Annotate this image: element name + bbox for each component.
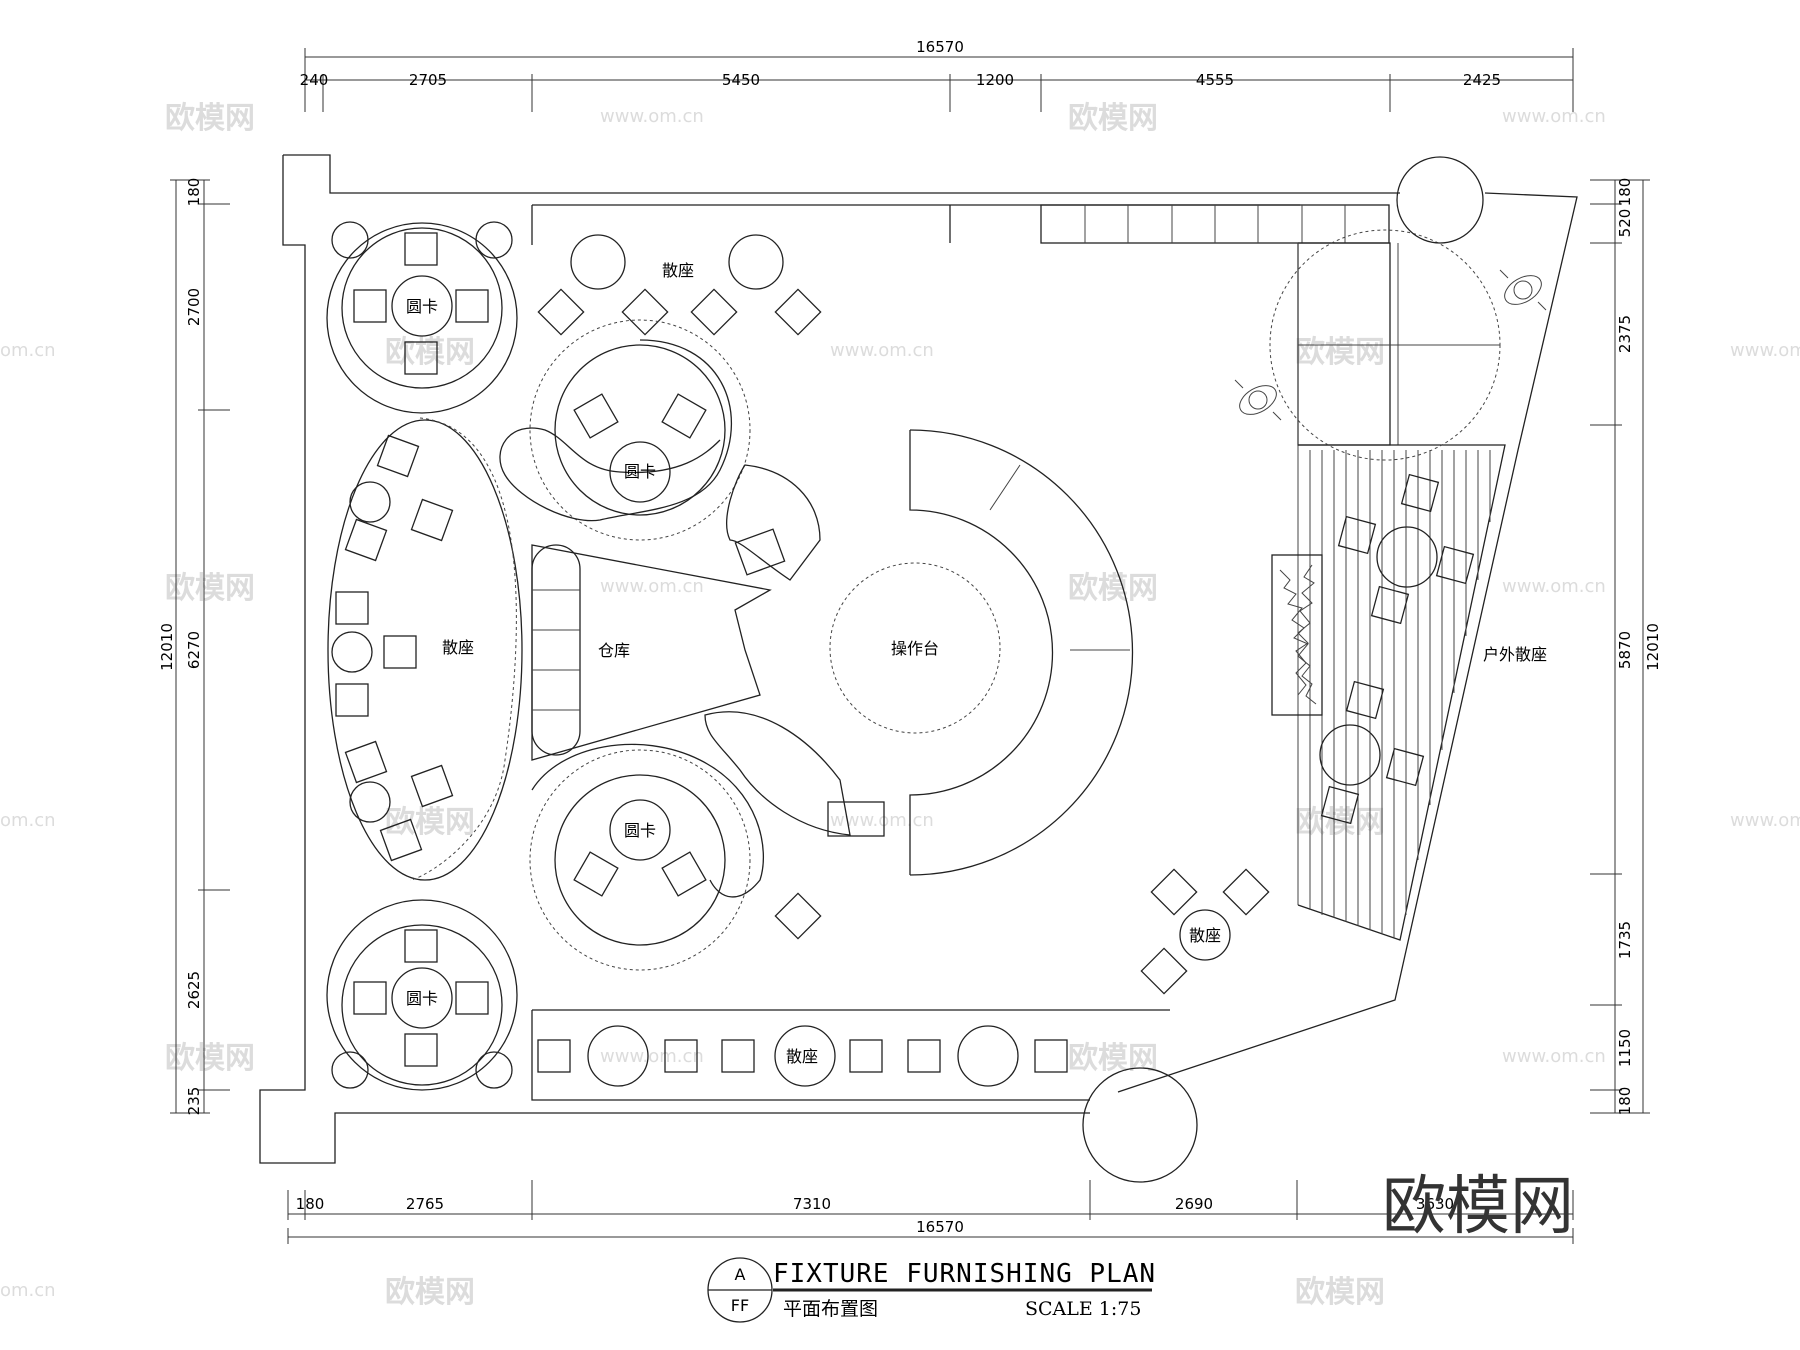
- watermark: 欧模网: [1295, 335, 1385, 370]
- person-figure-icon: [1499, 269, 1547, 311]
- watermark-url: om.cn: [0, 810, 56, 831]
- dim-top-seg: 240: [300, 71, 329, 89]
- dim-left-seg: 180: [185, 178, 203, 207]
- watermark-url: www.om.cn: [600, 106, 704, 127]
- label-seating: 散座: [442, 638, 474, 657]
- label-seating: 散座: [1189, 926, 1221, 945]
- watermark-url: www.om.cn: [1730, 340, 1800, 361]
- label-storage: 仓库: [598, 641, 630, 660]
- planter-box: [1271, 554, 1323, 716]
- top-seating-row: [537, 234, 822, 336]
- dim-top-seg: 2425: [1463, 71, 1501, 89]
- watermark: 欧模网: [1295, 805, 1385, 840]
- dim-top-total: 16570: [916, 38, 964, 56]
- watermark-url: www.om.cn: [1730, 810, 1800, 831]
- brand-logo: 欧模网: [1382, 1170, 1574, 1244]
- label-booth: 圆卡: [406, 297, 438, 316]
- dim-right-seg: 1735: [1616, 921, 1634, 959]
- watermark: 欧模网: [1068, 1041, 1158, 1076]
- watermark-url: om.cn: [0, 1280, 56, 1301]
- dim-right-seg: 180: [1616, 178, 1634, 207]
- booth-lower-mid: [529, 743, 822, 971]
- dim-top-seg: 1200: [976, 71, 1014, 89]
- watermark-url: www.om.cn: [600, 576, 704, 597]
- watermark-url: www.om.cn: [830, 810, 934, 831]
- dim-bottom-seg: 180: [296, 1195, 325, 1213]
- watermark: 欧模网: [1068, 571, 1158, 606]
- dim-right-seg: 1150: [1616, 1029, 1634, 1067]
- dim-right-seg: 2375: [1616, 315, 1634, 353]
- watermark: 欧模网: [165, 101, 255, 136]
- dim-left-seg: 6270: [185, 631, 203, 669]
- watermark: 欧模网: [1068, 101, 1158, 136]
- person-figure-icon: [1234, 379, 1282, 421]
- booth-top-left: [326, 221, 518, 414]
- watermark-url: om.cn: [0, 340, 56, 361]
- plan-title-en: FIXTURE FURNISHING PLAN: [773, 1259, 1156, 1289]
- left-seating-area: [327, 417, 523, 881]
- label-seating: 散座: [786, 1047, 818, 1066]
- dim-right-seg: 5870: [1616, 631, 1634, 669]
- right-seating-group: [1140, 868, 1270, 995]
- watermark-url: www.om.cn: [1502, 576, 1606, 597]
- room-labels: 圆卡 圆卡 圆卡 圆卡 散座 散座 散座 散座 仓库 操作台 户外散座: [406, 261, 1547, 1066]
- watermark: 欧模网: [385, 335, 475, 370]
- dimension-lines: [170, 48, 1650, 1244]
- column-circle: [1082, 1067, 1198, 1183]
- column-circle: [1396, 156, 1484, 244]
- dim-bottom-seg: 7310: [793, 1195, 831, 1213]
- dimension-labels: 16570 240 2705 5450 1200 4555 2425 180 2…: [158, 38, 1662, 1236]
- watermark-url: www.om.cn: [830, 340, 934, 361]
- dim-bottom-seg: 2765: [406, 1195, 444, 1213]
- umbrella-outline: [1269, 229, 1501, 461]
- watermark-url: www.om.cn: [600, 1046, 704, 1067]
- outdoor-area: [1082, 156, 1547, 1183]
- plan-title-cn: 平面布置图: [783, 1298, 878, 1320]
- dim-top-seg: 2705: [409, 71, 447, 89]
- dim-left-seg: 235: [185, 1087, 203, 1116]
- label-bar-counter: 操作台: [891, 639, 939, 658]
- booth-bottom-left: [326, 899, 518, 1091]
- booth-upper-mid: [499, 319, 751, 541]
- dim-bottom-seg: 3630: [1416, 1195, 1454, 1213]
- label-booth: 圆卡: [624, 821, 656, 840]
- bar-counter: [704, 429, 1134, 876]
- label-seating: 散座: [662, 261, 694, 280]
- watermark: 欧模网: [385, 805, 475, 840]
- dim-right-total: 12010: [1644, 623, 1662, 671]
- watermark: 欧模网: [1295, 1275, 1385, 1310]
- section-symbol-bottom: FF: [731, 1296, 749, 1315]
- watermark-layer: 欧模网 www.om.cn 欧模网 www.om.cn om.cn 欧模网 ww…: [0, 101, 1800, 1310]
- storage-room: [531, 544, 772, 761]
- dim-left-total: 12010: [158, 623, 176, 671]
- watermark: 欧模网: [165, 1041, 255, 1076]
- label-booth: 圆卡: [406, 989, 438, 1008]
- bottom-seating-row: [537, 1025, 1068, 1087]
- dim-top-seg: 5450: [722, 71, 760, 89]
- plan-scale: SCALE 1:75: [1025, 1298, 1141, 1320]
- watermark: 欧模网: [165, 571, 255, 606]
- dim-top-seg: 4555: [1196, 71, 1234, 89]
- watermark-url: www.om.cn: [1502, 106, 1606, 127]
- dim-right-seg: 180: [1616, 1087, 1634, 1116]
- dim-left-seg: 2625: [185, 971, 203, 1009]
- watermark-url: www.om.cn: [1502, 1046, 1606, 1067]
- section-symbol-top: A: [735, 1265, 746, 1284]
- title-block: A FF FIXTURE FURNISHING PLAN 平面布置图 SCALE…: [707, 1257, 1156, 1323]
- label-booth: 圆卡: [624, 462, 656, 481]
- walls: [259, 154, 1578, 1164]
- dim-right-seg: 520: [1616, 209, 1634, 238]
- dim-bottom-total: 16570: [916, 1218, 964, 1236]
- watermark: 欧模网: [385, 1275, 475, 1310]
- dim-left-seg: 2700: [185, 288, 203, 326]
- dim-bottom-seg: 2690: [1175, 1195, 1213, 1213]
- label-outdoor-seating: 户外散座: [1483, 645, 1547, 664]
